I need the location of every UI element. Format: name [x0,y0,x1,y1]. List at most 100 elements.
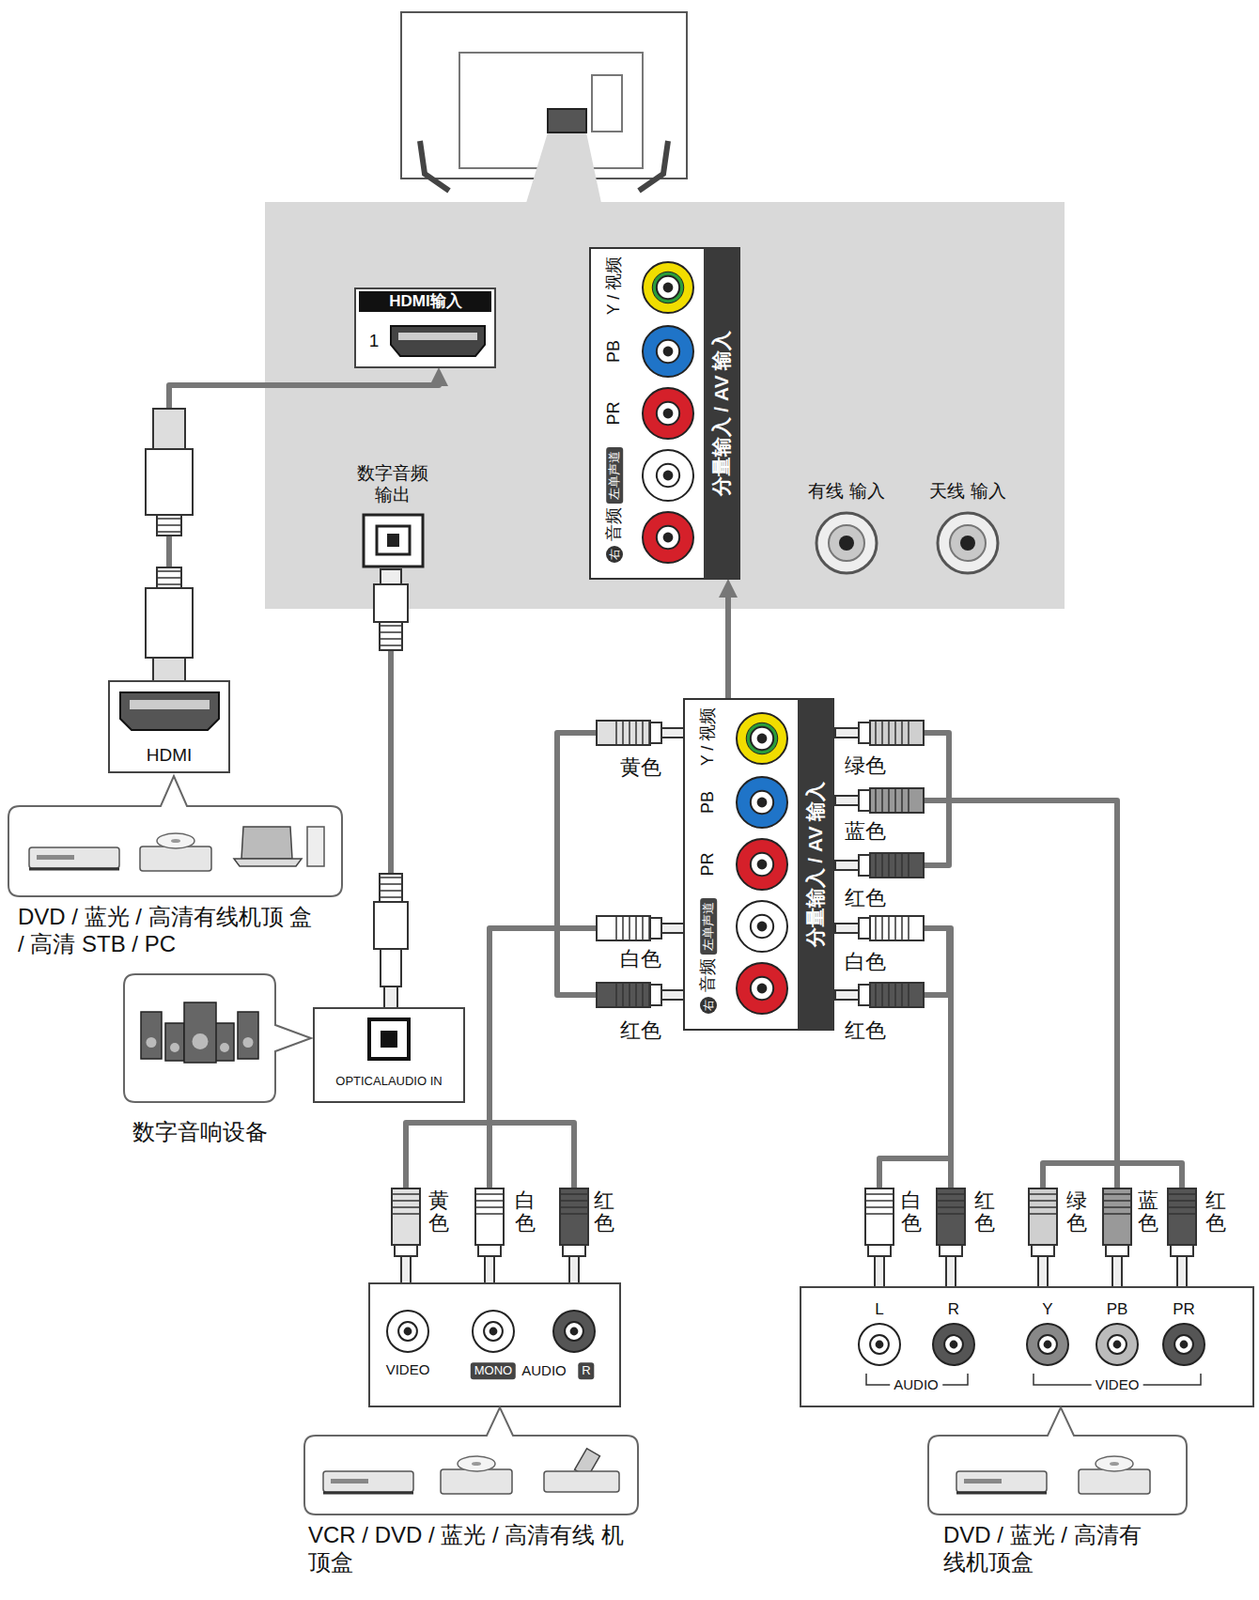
coax-ring [949,525,986,561]
cable-connector [833,928,951,1288]
jack-ring [858,1323,901,1366]
optical-port [363,514,423,567]
plug-ridge [1028,1199,1057,1202]
plug-ridge [874,982,877,1008]
disc-player-icon [139,846,212,871]
rca-plug-collar [1105,1244,1129,1257]
jack-pin [1180,1340,1189,1350]
plug-ridge [475,1199,504,1202]
plug-ridge [907,916,910,941]
zoom-pointer [526,132,602,203]
jack-ring [736,777,788,828]
node-text: DVD / 蓝光 / 高清有 线机顶盒 [943,1522,1166,1577]
plug-ridge [1167,1193,1197,1196]
plug-ridge [559,1212,589,1215]
jack-ring [932,1323,975,1366]
av-panel-strip [703,248,740,579]
plug-ridge [379,624,403,627]
node-text: 左单声道 [606,447,623,504]
hdmi-plug-strain [156,567,182,589]
plug-ridge [881,788,884,813]
plug-ridge [907,788,910,813]
plug-ridge [865,1212,894,1215]
rca-plug-collar [939,1244,963,1257]
jack-socket [750,727,774,750]
disc-hole [170,839,181,843]
jack-pin [1113,1340,1122,1350]
rca-plug-tip [484,1256,495,1284]
cable-color-label: 黄色 [428,1189,450,1235]
rca-plug-collar [1170,1244,1194,1257]
plug-ridge [894,788,897,813]
plug-ridge [1167,1206,1197,1209]
plug-ridge [894,916,897,941]
jack-pin [757,921,768,933]
jack-ring [642,388,694,439]
cable-color-label: 蓝色 [1137,1189,1159,1235]
plug-ridge [894,720,897,746]
tv-leg [638,140,669,191]
cable-color-label: 绿色 [1066,1189,1088,1235]
antenna-input-port: 天线 输入 [920,474,1015,580]
plug-ridge [865,1193,894,1196]
optical-port-hole [387,533,400,547]
cable-connector [489,928,684,1284]
coax-jack [937,512,998,574]
jack-socket [750,791,774,814]
rca-plug-collar [858,917,871,939]
plug-ridge [1028,1193,1057,1196]
rca-plug-tip [1112,1256,1122,1288]
device-callout: DVD / 蓝光 / 高清有线机顶 盒 / 高清 STB / PC [8,806,342,897]
player-icon [323,1471,414,1493]
plug-ridge [887,853,890,878]
optical-input-port: OPTICALAUDIO IN [313,1008,465,1103]
cable-color-label: 红色 [844,885,886,911]
jack-pin [757,733,768,745]
jack-socket [870,1335,889,1354]
composite-device-panel: VIDEOMONOAUDIOR [369,1283,621,1407]
plug-ridge [881,916,884,941]
plug-ridge [894,982,897,1008]
rca-plug-body [870,853,924,878]
jack-pin [489,1327,498,1337]
jack-ring [1163,1323,1205,1366]
player-tray [36,854,75,860]
plug-ridge [641,916,644,941]
plug-ridge [1167,1212,1197,1215]
plug-ridge [628,720,631,746]
rca-plug-tip [1177,1256,1187,1288]
node-text: 数字音响设备 [132,1119,268,1147]
jack-socket [656,402,680,425]
av-panel [683,699,834,1030]
speaker-cone [146,1037,157,1048]
plug-ridge [907,720,910,746]
plug-ridge [887,982,890,1008]
jack-ring [642,512,694,563]
plug-ridge [907,982,910,1008]
rca-plug-body [596,982,651,1008]
plug-ridge [156,517,182,520]
speaker-icon [165,1023,185,1061]
plug-ridge [901,720,903,746]
jack-pin [757,797,768,809]
rca-plug-tip [569,1256,579,1284]
rca-plug-collar [858,984,871,1006]
rca-plug-collar [478,1244,501,1257]
node-text: R [948,1300,960,1320]
hdmi-plug-strain [156,514,182,536]
plug-ridge [865,1206,894,1209]
speaker-icon [215,1023,234,1061]
jack-socket [398,1321,418,1341]
plug-ridge [894,853,897,878]
jack-pin [663,282,674,294]
speaker-callout: 数字音响设备 [124,974,276,1103]
laptop-screen [241,826,293,859]
jack-socket [750,915,774,938]
cable-color-label: 红色 [620,1018,662,1043]
node-text: 音频 [698,958,719,993]
plug-ridge [615,720,618,746]
rca-plug-collar [1031,1244,1055,1257]
node-text: 天线 输入 [929,481,1006,503]
plug-ridge [391,1193,420,1196]
set-top-box-icon [544,1471,620,1493]
